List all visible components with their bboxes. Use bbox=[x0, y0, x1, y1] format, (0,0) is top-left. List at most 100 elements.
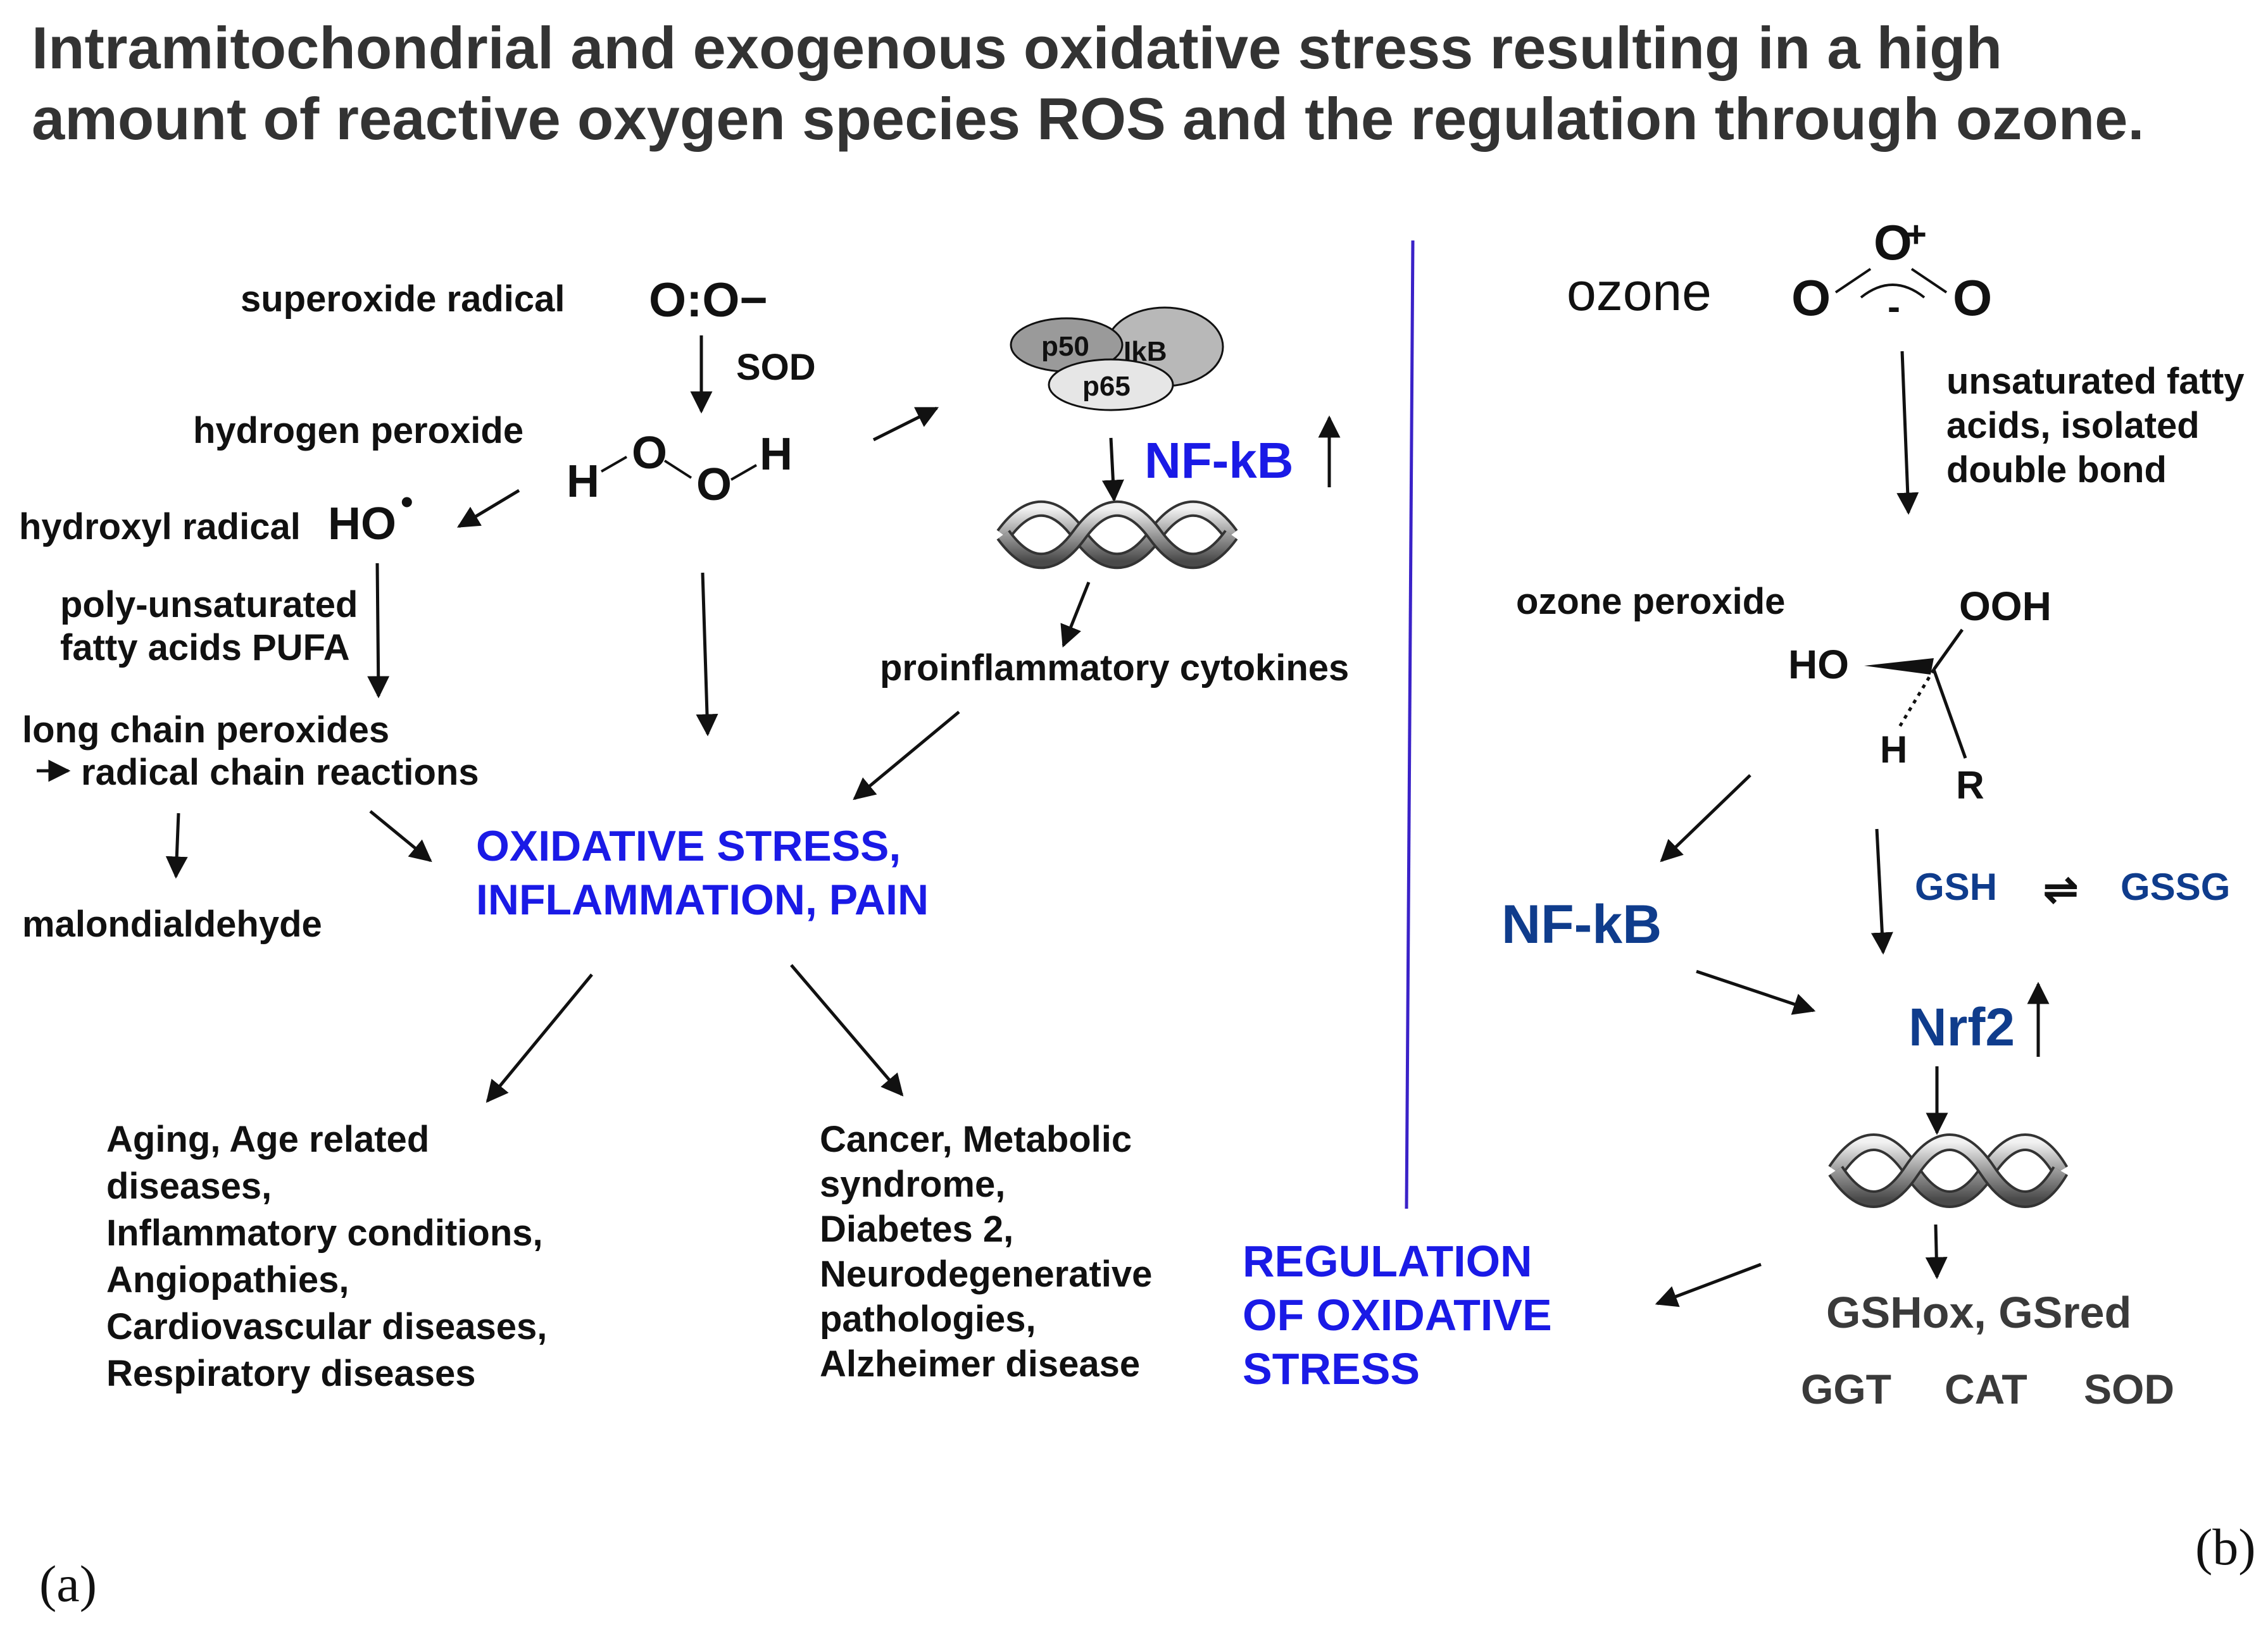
ozonide-r: R bbox=[1956, 764, 1984, 807]
diseases-right-list: Cancer, Metabolic syndrome, Diabetes 2, … bbox=[820, 1119, 1152, 1385]
h2o2-bond-3 bbox=[730, 464, 757, 481]
disease-left-item: diseases, bbox=[106, 1166, 272, 1207]
ozone-plus: + bbox=[1905, 214, 1927, 255]
dna-helix-icon-b bbox=[1828, 1133, 2069, 1208]
arrow-peroxide-to-nfkb bbox=[1660, 774, 1751, 863]
ozonide-structure: OOH HO H R bbox=[1788, 583, 2052, 807]
gsh-gssg-equilibrium: ⇌ bbox=[2043, 866, 2078, 913]
enzyme-ggt: GGT bbox=[1801, 1366, 1891, 1412]
oxidative-stress-line-1: OXIDATIVE STRESS, bbox=[476, 822, 901, 870]
p65-blob bbox=[1048, 358, 1174, 411]
title-line-1: Intramitochondrial and exogenous oxidati… bbox=[32, 15, 2002, 81]
panel-label-b: (b) bbox=[2195, 1518, 2256, 1576]
arrow-h2o2-to-oxidative bbox=[696, 572, 718, 737]
ozone-structure: O + O O - bbox=[1791, 214, 1992, 328]
ozonide-h: H bbox=[1880, 728, 1907, 771]
enzyme-cat: CAT bbox=[1945, 1366, 2027, 1412]
arrow-complex-to-dna bbox=[1101, 437, 1124, 502]
ozone-o-right: O bbox=[1953, 270, 1992, 326]
arrow-cytokines-to-oxidative bbox=[853, 711, 960, 801]
ozone-o-left: O bbox=[1791, 270, 1831, 326]
pufa-line-1: poly-unsaturated bbox=[60, 584, 358, 625]
panel-label-a: (a) bbox=[39, 1555, 97, 1612]
ozonide-hash-bond bbox=[1897, 668, 1936, 729]
diseases-left-list: Aging, Age related diseases, Inflammator… bbox=[106, 1119, 547, 1394]
gssg-label: GSSG bbox=[2121, 866, 2230, 908]
pufa-line-2: fatty acids PUFA bbox=[60, 627, 350, 668]
nfkb-complex-icon: p50 IkB p65 bbox=[1010, 306, 1224, 411]
nfkb-label-b: NF-kB bbox=[1501, 894, 1662, 955]
title-line-2: amount of reactive oxygen species ROS an… bbox=[32, 85, 2145, 152]
h2o2-h-right: H bbox=[760, 429, 793, 480]
ozone-delocal-arc bbox=[1860, 284, 1926, 299]
h2o2-o-1: O bbox=[632, 428, 667, 478]
ozone-bond-right bbox=[1910, 268, 1948, 294]
arrow-ozone-to-peroxide bbox=[1896, 351, 1919, 515]
arrow-hydroxyl-to-peroxides bbox=[367, 563, 390, 699]
arrow-h2o2-to-hydroxyl bbox=[456, 489, 520, 528]
fatty-acids-line-2: acids, isolated bbox=[1946, 405, 2200, 446]
gs-redox-label: GSHox, GSred bbox=[1826, 1288, 2131, 1337]
malondialdehyde-label: malondialdehyde bbox=[22, 904, 322, 945]
long-chain-line-1: long chain peroxides bbox=[22, 709, 389, 751]
disease-right-item: Alzheimer disease bbox=[820, 1343, 1140, 1385]
panel-divider bbox=[1405, 240, 1415, 1209]
dna-helix-icon-a bbox=[996, 500, 1238, 570]
ozone-label: ozone bbox=[1567, 262, 1712, 321]
nrf2-label: Nrf2 bbox=[1908, 997, 2015, 1057]
regulation-line-3: STRESS bbox=[1243, 1344, 1420, 1393]
proinflammatory-label: proinflammatory cytokines bbox=[880, 647, 1349, 689]
fatty-acids-line-1: unsaturated fatty bbox=[1946, 361, 2245, 402]
superoxide-formula: O:O− bbox=[649, 273, 768, 327]
ozone-peroxide-label: ozone peroxide bbox=[1516, 581, 1785, 622]
disease-left-item: Cardiovascular diseases, bbox=[106, 1306, 547, 1347]
arrow-nfkb-to-nrf2 bbox=[1696, 969, 1816, 1015]
h2o2-o-2: O bbox=[696, 459, 732, 510]
arrow-chain-to-oxidative bbox=[369, 810, 432, 863]
gsh-label: GSH bbox=[1915, 866, 1997, 908]
disease-right-item: Cancer, Metabolic bbox=[820, 1119, 1132, 1160]
arrow-to-regulation bbox=[1655, 1262, 1762, 1307]
disease-right-item: Neurodegenerative bbox=[820, 1254, 1152, 1295]
arrow-oxidative-to-cancer bbox=[790, 964, 904, 1097]
arrow-oxidative-to-aging bbox=[486, 973, 593, 1103]
panel-a: superoxide radical O:O− SOD hydrogen per… bbox=[19, 273, 1349, 1612]
long-chain-line-2: radical chain reactions bbox=[81, 752, 479, 793]
arrow-peroxide-to-nrf2 bbox=[1870, 828, 1893, 955]
arrow-dna-to-gs bbox=[1925, 1224, 1948, 1280]
ozone-o-top: O bbox=[1874, 215, 1912, 270]
regulation-line-1: REGULATION bbox=[1243, 1237, 1532, 1286]
superoxide-label: superoxide radical bbox=[241, 278, 565, 320]
h2o2-bond-1 bbox=[601, 456, 627, 473]
sod-enzyme-label: SOD bbox=[736, 347, 816, 388]
disease-right-item: pathologies, bbox=[820, 1299, 1036, 1340]
disease-left-item: Aging, Age related bbox=[106, 1119, 429, 1160]
ozonide-bond-ooh bbox=[1932, 628, 1964, 671]
p50-label: p50 bbox=[1041, 331, 1089, 362]
disease-left-item: Respiratory diseases bbox=[106, 1353, 476, 1394]
hydroxyl-radical-dot: • bbox=[401, 482, 413, 521]
h2o2-h-left: H bbox=[567, 456, 599, 507]
disease-left-item: Angiopathies, bbox=[106, 1259, 349, 1300]
disease-right-item: Diabetes 2, bbox=[820, 1209, 1013, 1250]
hydrogen-peroxide-label: hydrogen peroxide bbox=[193, 410, 523, 451]
enzyme-sod: SOD bbox=[2084, 1366, 2174, 1412]
hydroxyl-label: hydroxyl radical bbox=[19, 506, 301, 547]
oxidative-stress-line-2: INFLAMMATION, PAIN bbox=[476, 876, 929, 924]
fatty-acids-line-3: double bond bbox=[1946, 449, 2167, 490]
nfkb-label-a: NF-kB bbox=[1144, 432, 1294, 489]
disease-left-item: Inflammatory conditions, bbox=[106, 1212, 543, 1254]
ozone-minus: - bbox=[1888, 285, 1900, 328]
ozonide-bond-r bbox=[1932, 669, 1967, 759]
disease-right-item: syndrome, bbox=[820, 1164, 1005, 1205]
panel-b: ozone O + O O - unsaturated fatty acids,… bbox=[1243, 214, 2256, 1576]
ozonide-ho: HO bbox=[1788, 642, 1849, 687]
arrow-to-malondialdehyde bbox=[165, 813, 188, 879]
regulation-line-2: OF OXIDATIVE bbox=[1243, 1290, 1552, 1340]
h2o2-bond-2 bbox=[663, 459, 692, 479]
ozonide-ooh: OOH bbox=[1959, 583, 2052, 629]
arrow-h2o2-to-nfkb bbox=[872, 406, 939, 442]
hydroxyl-formula: HO bbox=[328, 499, 396, 549]
